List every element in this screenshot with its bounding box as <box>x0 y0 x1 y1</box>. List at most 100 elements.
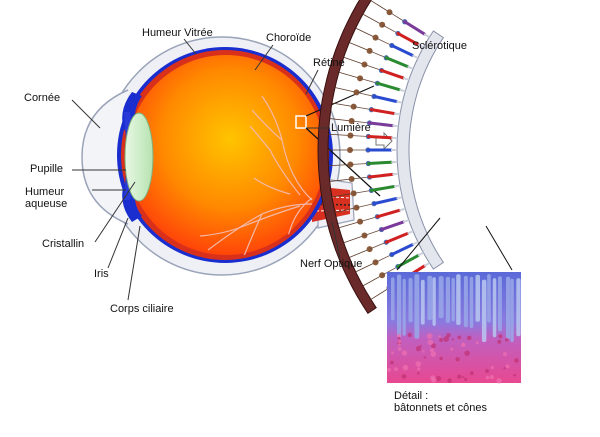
micrograph-cell-dot <box>398 343 401 347</box>
retina-detail-axon <box>331 192 354 198</box>
retina-detail-axon <box>355 27 376 39</box>
retina-detail-dendrite <box>381 266 399 276</box>
label-choroide: Choroïde <box>266 32 312 44</box>
micrograph-rod <box>402 278 406 336</box>
micrograph-cell-dot <box>401 350 408 356</box>
micrograph-cell-dot <box>443 336 450 342</box>
retina-detail-receptor-tip <box>412 241 419 246</box>
retina-detail-dendrite <box>389 11 405 23</box>
label-detail: Détail : bâtonnets et cônes <box>394 390 574 414</box>
micrograph-cell-dot <box>422 350 425 353</box>
micrograph-cell-dot <box>417 367 421 371</box>
retina-detail-dendrite <box>375 254 392 263</box>
micrograph-rod <box>516 278 521 337</box>
retina-detail-dendrite <box>369 50 387 59</box>
retina-detail-axon <box>328 164 351 167</box>
retina-detail-axon <box>338 71 361 79</box>
label-corps-ciliaire: Corps ciliaire <box>110 303 174 315</box>
retina-detail-receptor-tip <box>392 172 399 176</box>
micrograph-cell-dot <box>503 367 506 370</box>
retina-detail-dendrite <box>364 229 382 236</box>
retina-detail-dendrite <box>356 92 375 97</box>
micrograph-rod <box>510 278 514 343</box>
micrograph-rod <box>397 274 402 338</box>
retina-detail-photoreceptor <box>379 68 405 80</box>
retina-detail-dendrite <box>356 203 375 208</box>
retina-detail-dendrite <box>375 37 392 46</box>
micrograph-cell-dot <box>496 378 502 384</box>
retina-detail <box>317 0 445 315</box>
micrograph-cell-dot <box>427 339 434 346</box>
micrograph-cell-dot <box>397 347 402 351</box>
retina-detail-receptor-tip <box>402 219 410 223</box>
retina-detail-photoreceptor <box>384 231 410 244</box>
micrograph-cell-dot <box>502 352 507 357</box>
retina-detail-receptor-tip <box>423 262 430 267</box>
micrograph-cell-dot <box>485 375 490 380</box>
micrograph-rod <box>469 276 474 329</box>
micrograph-rod <box>481 279 487 342</box>
retina-detail-axon <box>355 261 376 273</box>
micrograph-cell-dot <box>438 335 441 338</box>
retina-detail-dendrite <box>350 163 369 165</box>
detail-region-marker <box>295 115 307 129</box>
micrograph-rod <box>456 274 461 325</box>
label-sclerotique: Sclérotique <box>412 40 468 52</box>
micrograph-cell-dot <box>464 350 470 356</box>
label-detail-line2: bâtonnets et cônes <box>394 402 487 414</box>
micrograph-pointer-lines <box>396 217 513 271</box>
micrograph-cell-dot <box>402 364 409 371</box>
retina-detail-photoreceptor <box>366 160 393 166</box>
retina-detail-dendrite <box>381 24 399 34</box>
micrograph-cell-dot <box>415 346 421 352</box>
micrograph-cell-dot <box>419 345 422 348</box>
micrograph-cell-dot <box>401 374 407 379</box>
micrograph-cell-dot <box>489 375 494 380</box>
micrograph-rod <box>432 277 436 326</box>
retina-detail-photoreceptor <box>368 121 394 128</box>
micrograph-cell-dot <box>455 357 460 362</box>
label-iris: Iris <box>94 268 109 280</box>
label-pupille: Pupille <box>30 163 64 175</box>
retina-detail-photoreceptor <box>369 108 396 115</box>
micrograph-cell-dot <box>447 378 452 383</box>
retina-detail-dendrite <box>351 120 370 124</box>
micrograph-cell-dot <box>457 374 462 379</box>
micrograph-cell-dot <box>394 367 398 371</box>
micrograph-cell-dot <box>497 339 502 344</box>
micrograph-cell-dot <box>397 339 402 344</box>
micrograph-cell-dot <box>513 373 517 377</box>
micrograph-rod <box>408 278 413 323</box>
micrograph-cell-dot <box>490 366 494 370</box>
micrograph-cell-dot <box>485 369 490 373</box>
retina-detail-axon <box>362 274 383 287</box>
label-humeur-aqueuse: Humeur aqueuse <box>25 186 68 210</box>
micrograph-rod <box>451 277 455 322</box>
micrograph-cell-dot <box>514 358 519 363</box>
micrograph-rod <box>475 274 480 322</box>
micrograph-rod <box>492 278 497 338</box>
micrograph-cell-dot <box>387 367 391 372</box>
micrograph-cell-dot <box>462 376 465 378</box>
micrograph-cell-dot <box>391 351 394 355</box>
micrograph-cell-dot <box>417 371 420 375</box>
retina-detail-axon <box>334 207 357 213</box>
micrograph-cell-dot <box>498 334 503 339</box>
micrograph-cell-dot <box>431 343 436 349</box>
micrograph-cell-dot <box>450 347 454 351</box>
retina-detail-axon <box>370 287 390 300</box>
label-nerf-optique: Nerf Optique <box>300 258 363 270</box>
retina-detail-photoreceptor <box>366 134 393 140</box>
micrograph-image <box>387 272 521 384</box>
retina-detail-photoreceptor <box>384 56 410 69</box>
lens <box>124 112 154 202</box>
micrograph-rod <box>420 279 425 325</box>
retina-detail-receptor-tip <box>402 77 410 81</box>
micrograph-cell-dot <box>423 356 426 359</box>
retina-detail-photoreceptor <box>390 43 414 57</box>
label-detail-line1: Détail : <box>394 390 429 402</box>
retina-detail-axon <box>334 87 357 93</box>
retina-detail-axon <box>338 221 361 229</box>
micrograph-cell-dot <box>429 348 435 353</box>
retina-detail-axon <box>343 56 365 65</box>
